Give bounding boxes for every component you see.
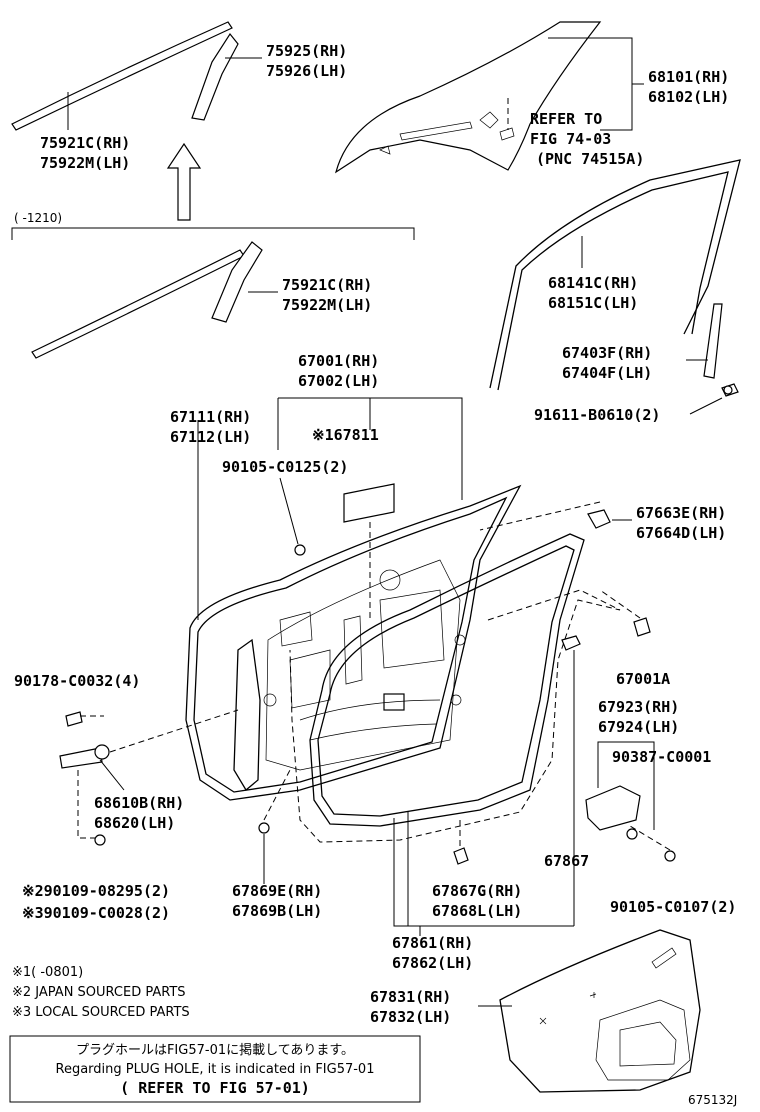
label-67001a: 67001A bbox=[616, 670, 670, 688]
label-90178: 90178-C0032(4) bbox=[14, 672, 140, 690]
bolt-icon-90109 bbox=[94, 834, 106, 846]
label-90109-c0028: ※390109-C0028(2) bbox=[22, 904, 170, 922]
label-67924: 67924(LH) bbox=[598, 718, 679, 736]
label-91611: 91611-B0610(2) bbox=[534, 406, 660, 424]
label-67869e: 67869E(RH) bbox=[232, 882, 322, 900]
bolt-icon-90105-c0107 bbox=[626, 828, 676, 862]
reference-box: プラグホールはFIG57-01に掲載してあります。 Regarding PLUG… bbox=[9, 1035, 421, 1103]
label-68102: 68102(LH) bbox=[648, 88, 729, 106]
label-68101: 68101(RH) bbox=[648, 68, 729, 86]
label-67002: 67002(LH) bbox=[298, 372, 379, 390]
label-90109-08295: ※290109-08295(2) bbox=[22, 882, 170, 900]
label-75926: 75926(LH) bbox=[266, 62, 347, 80]
label-90105-c0125: 90105-C0125(2) bbox=[222, 458, 348, 476]
plug-67811 bbox=[343, 483, 395, 523]
label-75925: 75925(RH) bbox=[266, 42, 347, 60]
label-67111: 67111(RH) bbox=[170, 408, 251, 426]
label-67923: 67923(RH) bbox=[598, 698, 679, 716]
label-67832: 67832(LH) bbox=[370, 1008, 451, 1026]
label-67001: 67001(RH) bbox=[298, 352, 379, 370]
footnote-2: ※2 JAPAN SOURCED PARTS bbox=[12, 985, 186, 1000]
reference-line-en: Regarding PLUG HOLE, it is indicated in … bbox=[56, 1062, 375, 1077]
clip-67001a bbox=[633, 617, 651, 637]
label-90105-c0107: 90105-C0107(2) bbox=[610, 898, 736, 916]
control-module-67923 bbox=[585, 785, 641, 831]
label-67664d: 67664D(LH) bbox=[636, 524, 726, 542]
label-67112: 67112(LH) bbox=[170, 428, 251, 446]
bolt-icon-90178 bbox=[65, 711, 83, 727]
moulding-75921c-upper bbox=[11, 21, 233, 131]
clip-67663e bbox=[587, 509, 611, 529]
label-68141c: 68141C(RH) bbox=[548, 274, 638, 292]
reference-line-jp: プラグホールはFIG57-01に掲載してあります。 bbox=[76, 1042, 354, 1058]
label-67862: 67862(LH) bbox=[392, 954, 473, 972]
label-67663e: 67663E(RH) bbox=[636, 504, 726, 522]
label-67867g: 67867G(RH) bbox=[432, 882, 522, 900]
bolt-icon-91611 bbox=[721, 383, 739, 397]
upward-arrow-icon bbox=[166, 142, 202, 221]
label-67403f: 67403F(RH) bbox=[562, 344, 652, 362]
range-bracket bbox=[11, 227, 415, 240]
label-pnc: (PNC 74515A) bbox=[536, 150, 644, 168]
leader-67001 bbox=[278, 397, 463, 500]
label-75921c-a: 75921C(RH) bbox=[40, 134, 130, 152]
label-75922m-a: 75922M(LH) bbox=[40, 154, 130, 172]
glass-run-68141c bbox=[489, 159, 741, 391]
label-fig-74-03: FIG 74-03 bbox=[530, 130, 611, 148]
clip-67867 bbox=[561, 635, 581, 651]
door-trim-panel-67831 bbox=[499, 929, 701, 1093]
seal-outline-67869 bbox=[289, 589, 621, 843]
diagram-id: 675132J bbox=[688, 1093, 737, 1107]
label-75922m-b: 75922M(LH) bbox=[282, 296, 372, 314]
door-check-68610b bbox=[59, 744, 110, 769]
label-range-1210: ( -1210) bbox=[14, 211, 62, 225]
label-67869b: 67869B(LH) bbox=[232, 902, 322, 920]
pillar-garnish-75925 bbox=[191, 32, 239, 121]
label-68620: 68620(LH) bbox=[94, 814, 175, 832]
footnote-3: ※3 LOCAL SOURCED PARTS bbox=[12, 1005, 190, 1020]
clip-67867g bbox=[453, 847, 469, 865]
label-90387: 90387-C0001 bbox=[612, 748, 711, 766]
label-75921c-b: 75921C(RH) bbox=[282, 276, 372, 294]
label-68151c: 68151C(LH) bbox=[548, 294, 638, 312]
leader-67861 bbox=[393, 818, 574, 927]
label-68610b: 68610B(RH) bbox=[94, 794, 184, 812]
label-67811: ※167811 bbox=[312, 426, 379, 444]
reference-line-fig: ( REFER TO FIG 57-01) bbox=[120, 1079, 310, 1097]
clip-67869e bbox=[258, 822, 270, 834]
label-67867: 67867 bbox=[544, 852, 589, 870]
moulding-75921c-lower bbox=[31, 241, 263, 359]
division-bar-67403f bbox=[703, 303, 723, 379]
label-67868l: 67868L(LH) bbox=[432, 902, 522, 920]
footnote-1: ※1( -0801) bbox=[12, 965, 83, 980]
label-refer-to: REFER TO bbox=[530, 110, 602, 128]
weatherstrip-67861 bbox=[309, 533, 585, 827]
label-67861: 67861(RH) bbox=[392, 934, 473, 952]
label-67831: 67831(RH) bbox=[370, 988, 451, 1006]
front-door-panel-67001 bbox=[185, 484, 522, 801]
bolt-icon-90105-c0125 bbox=[294, 544, 306, 556]
label-67404f: 67404F(LH) bbox=[562, 364, 652, 382]
leader-67923 bbox=[597, 741, 655, 830]
